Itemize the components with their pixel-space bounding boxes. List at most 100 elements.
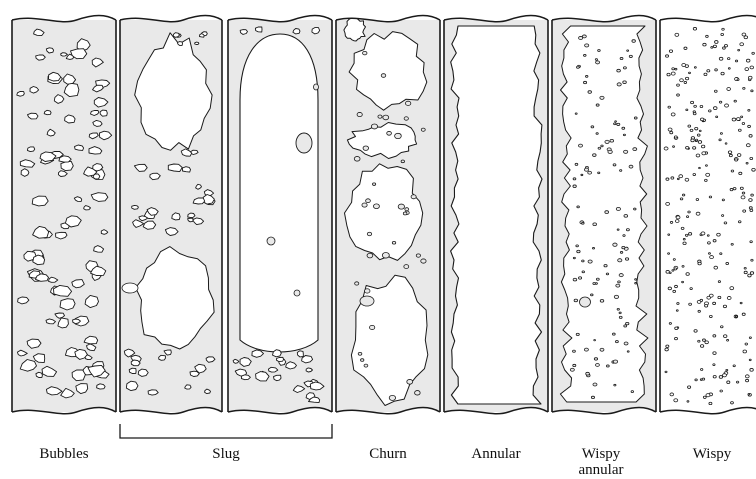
bubble — [36, 372, 43, 377]
wisp-droplet — [701, 232, 705, 235]
wisp-droplet — [742, 122, 745, 124]
bubble — [188, 213, 195, 218]
pipe-wispy-annular — [552, 16, 656, 417]
pipe-churn — [336, 16, 440, 417]
wisp-droplet — [717, 233, 721, 236]
wisp-droplet — [696, 198, 699, 200]
wisp-droplet — [751, 259, 753, 261]
wisp-droplet — [728, 68, 730, 70]
small-slug-bubble — [122, 283, 138, 293]
wisp-droplet — [742, 313, 745, 315]
wisp-droplet — [701, 369, 703, 371]
droplet — [267, 237, 275, 245]
wisp-droplet — [709, 294, 713, 297]
wisp-droplet — [723, 335, 726, 338]
wisp-droplet — [608, 150, 612, 153]
wisp-droplet — [698, 310, 700, 312]
wisp-droplet — [582, 222, 584, 224]
bubble — [126, 381, 138, 390]
wisp-droplet — [677, 178, 679, 180]
wisp-droplet — [745, 343, 748, 345]
wisp-droplet — [664, 147, 668, 150]
wisp-droplet — [674, 136, 677, 138]
bubble — [72, 370, 85, 381]
wisp-droplet — [668, 234, 670, 235]
droplet — [395, 133, 402, 138]
wisp-droplet — [697, 134, 700, 136]
wisp-droplet — [734, 100, 736, 102]
wisp-droplet — [723, 305, 726, 308]
droplet — [314, 84, 319, 90]
wisp-droplet — [737, 118, 741, 121]
wisp-droplet — [703, 396, 706, 398]
wisp-droplet — [669, 322, 671, 324]
wisp-droplet — [623, 67, 626, 69]
wisp-droplet — [581, 174, 583, 176]
wisp-droplet — [727, 339, 729, 341]
wisp-droplet — [732, 118, 736, 121]
wisp-droplet — [669, 50, 672, 53]
wisp-droplet — [685, 234, 688, 236]
droplet — [383, 115, 389, 120]
bubble — [183, 167, 191, 172]
wisp-droplet — [686, 109, 688, 111]
wisp-droplet — [574, 299, 578, 302]
wisp-droplet — [682, 63, 686, 66]
wisp-droplet — [594, 339, 596, 340]
wisp-droplet — [700, 299, 703, 301]
droplet — [381, 74, 386, 78]
wisp-droplet — [600, 299, 604, 302]
droplet — [373, 204, 379, 209]
wisp-droplet — [577, 66, 580, 68]
wisp-droplet — [573, 178, 576, 180]
wisp-droplet — [700, 105, 703, 107]
bubble — [65, 115, 76, 123]
wisp-droplet — [702, 378, 705, 380]
wisp-droplet — [735, 316, 737, 318]
wisp-droplet — [713, 352, 716, 355]
wisp-droplet — [746, 379, 749, 382]
wisp-droplet — [742, 33, 746, 36]
wisp-droplet — [622, 246, 625, 248]
droplet — [371, 124, 377, 129]
droplet — [357, 112, 362, 116]
wisp-droplet — [702, 152, 706, 155]
wisp-droplet — [719, 376, 722, 379]
wisp-droplet — [591, 396, 594, 398]
wisp-droplet — [615, 341, 618, 343]
wisp-droplet — [726, 262, 729, 264]
wisp-droplet — [674, 399, 678, 402]
wisp-droplet — [688, 125, 691, 127]
bubble — [277, 357, 284, 361]
wisp-droplet — [675, 285, 678, 287]
wisp-droplet — [617, 83, 621, 86]
wisp-droplet — [635, 279, 637, 280]
wisp-droplet — [686, 273, 689, 276]
wisp-droplet — [619, 316, 622, 318]
wisp-droplet — [708, 253, 710, 255]
wisp-droplet — [727, 296, 731, 299]
droplet — [294, 290, 300, 296]
wisp-droplet — [745, 375, 749, 378]
wisp-droplet — [613, 360, 617, 363]
wisp-droplet — [749, 207, 752, 209]
droplet — [362, 203, 367, 207]
wisp-droplet — [694, 105, 697, 107]
wisp-droplet — [676, 310, 678, 312]
droplet — [378, 115, 382, 118]
label-slug: Slug — [186, 446, 266, 462]
wisp-droplet — [719, 139, 721, 141]
wisp-droplet — [677, 84, 680, 86]
wisp-droplet — [594, 358, 597, 360]
droplet — [354, 156, 360, 161]
wisp-droplet — [733, 188, 736, 190]
wisp-droplet — [741, 196, 745, 199]
wisp-droplet — [746, 59, 750, 62]
wisp-droplet — [750, 209, 753, 211]
pipe-bubbles — [12, 16, 116, 417]
wisp-droplet — [740, 187, 743, 189]
wisp-droplet — [680, 198, 683, 200]
wisp-droplet — [748, 76, 752, 79]
wisp-droplet — [703, 43, 706, 46]
bubble — [185, 385, 191, 389]
